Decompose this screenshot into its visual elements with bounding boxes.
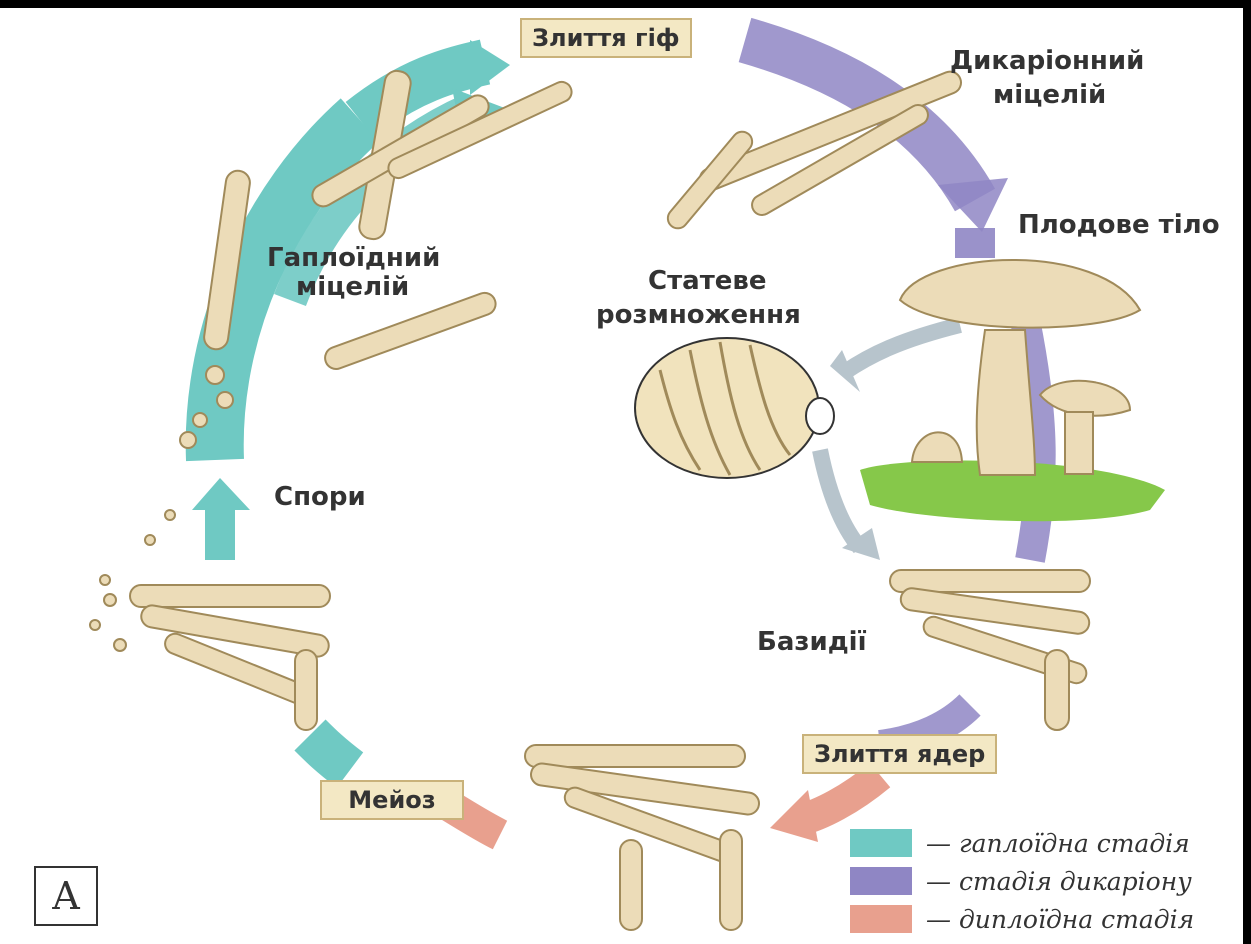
label-haploid-mycelium-line2: міцелій [296,272,409,302]
basidia-cluster-right [890,570,1091,730]
label-basidia: Базидії [757,627,867,657]
legend-item-haploid: — гаплоїдна стадія [850,824,1250,862]
label-fruiting-body: Плодове тіло [1018,210,1220,240]
gill-cross-section [635,338,834,478]
legend: — гаплоїдна стадія — стадія дикаріону — … [850,824,1250,938]
label-dikaryon-mycelium-line1: Дикаріонний [950,46,1144,76]
label-dikaryon-mycelium-line2: міцелій [993,80,1106,110]
label-sexual-reproduction-line2: розмноження [596,300,801,330]
legend-item-dikaryon: — стадія дикаріону [850,862,1250,900]
panel-letter: А [34,866,98,926]
legend-text-haploid: — гаплоїдна стадія [926,829,1190,858]
legend-text-dikaryon: — стадія дикаріону [926,867,1192,896]
legend-item-diploid: — диплоїдна стадія [850,900,1250,938]
label-sexual-reproduction-line1: Статеве [648,266,767,296]
label-hyphae-fusion: Злиття гіф [520,18,692,58]
label-haploid-mycelium-line1: Гаплоїдний [267,243,440,273]
legend-swatch-dikaryon [850,867,912,895]
mushroom-fruiting-body [860,260,1165,521]
legend-swatch-haploid [850,829,912,857]
basidia-cluster-bottom [525,745,760,930]
label-spores: Спори [274,482,366,512]
legend-text-diploid: — диплоїдна стадія [926,905,1194,934]
label-meiosis: Мейоз [320,780,464,820]
label-nuclei-fusion: Злиття ядер [802,734,997,774]
legend-swatch-diploid [850,905,912,933]
